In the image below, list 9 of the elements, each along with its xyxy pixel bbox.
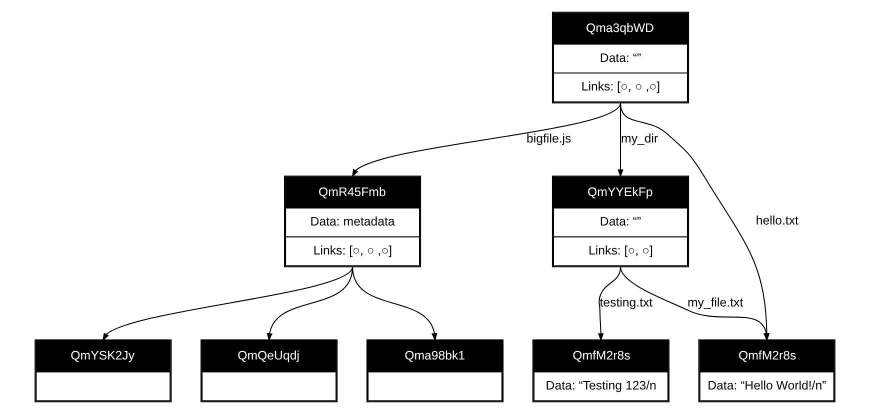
edge-label: testing.txt [600, 296, 653, 310]
arrow [102, 266, 353, 342]
edge-label: my_file.txt [688, 296, 744, 310]
edge-label: my_dir [621, 132, 658, 146]
arrow [598, 266, 622, 342]
arrow [352, 266, 438, 342]
edge-label: bigfile.js [526, 132, 572, 146]
arrow [352, 102, 621, 178]
edge-label: hello.txt [756, 214, 798, 228]
